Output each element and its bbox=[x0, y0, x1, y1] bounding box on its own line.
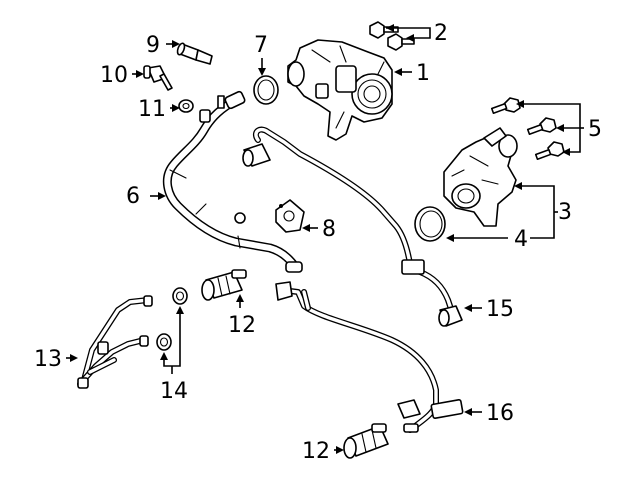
bypass-tube-assembly bbox=[77, 295, 153, 389]
thermostat-o-ring bbox=[414, 206, 446, 242]
hose-connector-lower bbox=[343, 423, 389, 459]
leader-lines bbox=[66, 24, 584, 454]
callout-12-upper: 12 bbox=[228, 313, 256, 338]
thermostat-bolt-1 bbox=[490, 97, 521, 115]
callout-6: 6 bbox=[126, 184, 140, 209]
callout-12-lower: 12 bbox=[302, 439, 330, 464]
lower-coolant-tube bbox=[275, 281, 464, 433]
hose-o-ring bbox=[253, 75, 279, 105]
callout-8: 8 bbox=[322, 217, 336, 242]
coolant-sensor bbox=[143, 65, 173, 91]
callout-13: 13 bbox=[34, 347, 62, 372]
callout-16: 16 bbox=[486, 401, 514, 426]
thermostat-bolt-2 bbox=[526, 117, 557, 136]
callout-2: 2 bbox=[434, 21, 448, 46]
sensor-seal bbox=[178, 99, 194, 113]
gasket bbox=[275, 199, 305, 233]
upper-coolant-tube bbox=[242, 126, 463, 327]
callout-9: 9 bbox=[146, 33, 160, 58]
thermostat-bolt-3 bbox=[534, 141, 565, 161]
tube-washer-lower bbox=[156, 333, 172, 351]
callout-11: 11 bbox=[138, 97, 166, 122]
callout-7: 7 bbox=[254, 33, 268, 58]
hose-connector-upper bbox=[201, 269, 247, 301]
callout-1: 1 bbox=[416, 61, 430, 86]
callout-10: 10 bbox=[100, 63, 128, 88]
callout-5: 5 bbox=[588, 117, 602, 142]
callout-15: 15 bbox=[486, 297, 514, 322]
callout-3: 3 bbox=[558, 200, 572, 225]
callout-4: 4 bbox=[514, 227, 528, 252]
coolant-hose bbox=[162, 90, 303, 273]
temperature-sensor bbox=[176, 42, 213, 65]
water-pump-housing bbox=[287, 39, 393, 141]
callout-14: 14 bbox=[160, 379, 188, 404]
tube-washer-upper bbox=[172, 287, 188, 305]
thermostat-housing bbox=[443, 127, 518, 227]
